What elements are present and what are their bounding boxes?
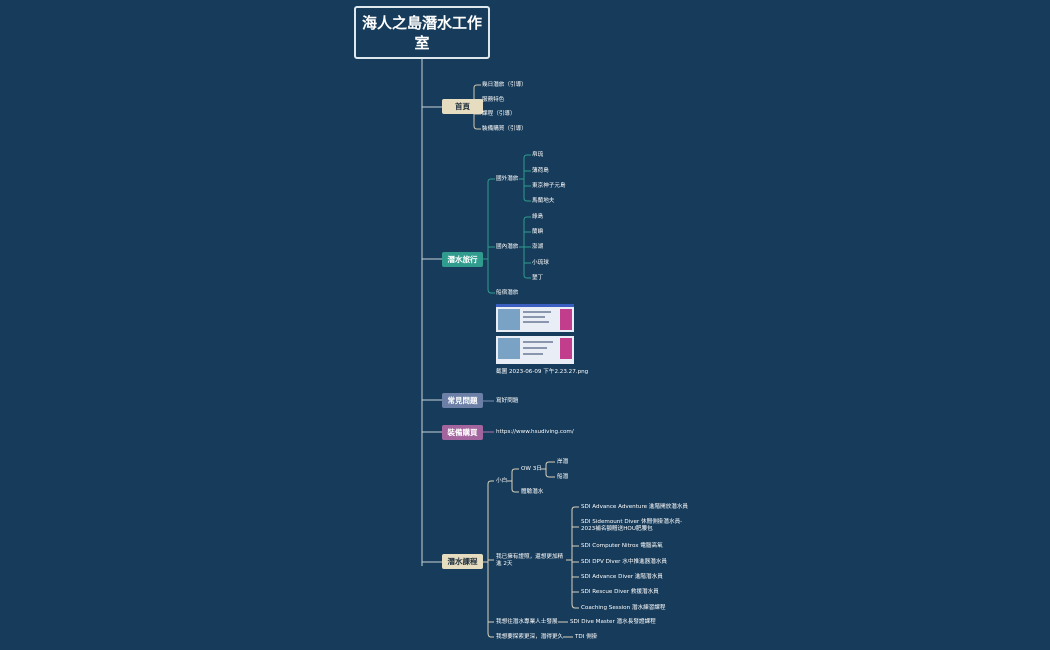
root-title: 海人之島潛水工作室 (361, 14, 482, 52)
advanced-item[interactable]: SDI Computer Nitrox 電腦高氧 (581, 543, 663, 549)
branch-gear-label: 裝備購買 (447, 428, 478, 437)
overseas-item[interactable]: 薄荷島 (532, 168, 549, 174)
domestic-item[interactable]: 小琉球 (532, 260, 549, 266)
screenshot-thumbnail[interactable] (496, 336, 574, 364)
course-beginner[interactable]: 小白 (496, 478, 508, 484)
advanced-item[interactable]: Coaching Session 潛水練習課程 (581, 605, 666, 611)
ow-item[interactable]: 岸潛 (557, 459, 569, 465)
thumb-line (523, 341, 553, 343)
thumb-photo (498, 338, 520, 359)
tech-item[interactable]: TDI 側掛 (575, 634, 598, 640)
course-advanced[interactable]: 我已擁有證照，還想更加精進 2天 (496, 554, 564, 567)
thumb-line (523, 347, 547, 349)
home-item[interactable]: 裝備購買（引導） (482, 126, 527, 132)
course-trial[interactable]: 體驗潛水 (521, 489, 544, 495)
branch-faq-label: 常見問題 (447, 396, 478, 405)
home-item[interactable]: 服務特色 (482, 97, 505, 103)
thumb-line (523, 321, 549, 323)
advanced-item[interactable]: SDI Advance Adventure 進階開放潛水員 (581, 504, 689, 510)
course-tech[interactable]: 我想要探索更深，潛得更久 (496, 634, 564, 640)
course-ow[interactable]: OW 3日 (521, 466, 542, 472)
domestic-item[interactable]: 澎湖 (532, 244, 544, 250)
pro-item[interactable]: SDI Dive Master 潛水長發證課程 (570, 619, 656, 625)
overseas-item[interactable]: 帛琉 (532, 152, 544, 158)
home-item[interactable]: 課程（引導） (482, 111, 516, 117)
branch-home-label: 首頁 (455, 102, 470, 111)
advanced-item[interactable]: SDI Advance Diver 進階潛水員 (581, 574, 663, 580)
domestic-item[interactable]: 綠島 (532, 214, 544, 220)
thumb-line (523, 353, 543, 355)
screenshot-thumbnail[interactable] (496, 304, 574, 332)
thumb-line (523, 311, 551, 313)
liveaboard-travel[interactable]: 船宿潛旅 (496, 290, 519, 296)
ow-item[interactable]: 船潛 (557, 474, 569, 480)
branch-course-label: 潛水課程 (447, 557, 478, 566)
domestic-item[interactable]: 墾丁 (532, 275, 544, 281)
gear-link[interactable]: https://www.hsudiving.com/ (496, 429, 574, 435)
overseas-item[interactable]: 東京神子元島 (532, 183, 566, 189)
branch-course[interactable]: 潛水課程 (442, 554, 483, 569)
domestic-travel[interactable]: 國內潛旅 (496, 244, 519, 250)
branch-travel[interactable]: 潛水旅行 (442, 252, 483, 267)
advanced-item[interactable]: SDI DPV Diver 水中推進器潛水員 (581, 559, 668, 565)
course-pro[interactable]: 我想往潛水專業人士發展 (496, 619, 558, 625)
root-topic[interactable]: 海人之島潛水工作室 (354, 6, 490, 59)
branch-faq[interactable]: 常見問題 (442, 393, 483, 408)
branch-gear[interactable]: 裝備購買 (442, 425, 483, 440)
thumb-photo (498, 309, 520, 330)
thumb-highlight (560, 309, 572, 330)
thumb-line (523, 316, 545, 318)
home-item[interactable]: 幾日潛旅（引導） (482, 82, 527, 88)
overseas-travel[interactable]: 國外潛旅 (496, 176, 519, 182)
overseas-item[interactable]: 馬蘭地夫 (532, 198, 555, 204)
advanced-item[interactable]: SDI Sidemount Diver 休閒側掛潛水員- 2023補名額贈送HO… (581, 519, 683, 532)
attachment-filename[interactable]: 截圖 2023-06-09 下午2.23.27.png (496, 369, 589, 375)
domestic-item[interactable]: 蘭嶼 (532, 229, 544, 235)
faq-item[interactable]: 寫好問題 (496, 398, 519, 404)
thumb-header (496, 304, 574, 307)
thumb-highlight (560, 338, 572, 359)
advanced-item[interactable]: SDI Rescue Diver 救援潛水員 (581, 589, 659, 595)
branch-home[interactable]: 首頁 (442, 99, 483, 114)
branch-travel-label: 潛水旅行 (447, 255, 478, 264)
